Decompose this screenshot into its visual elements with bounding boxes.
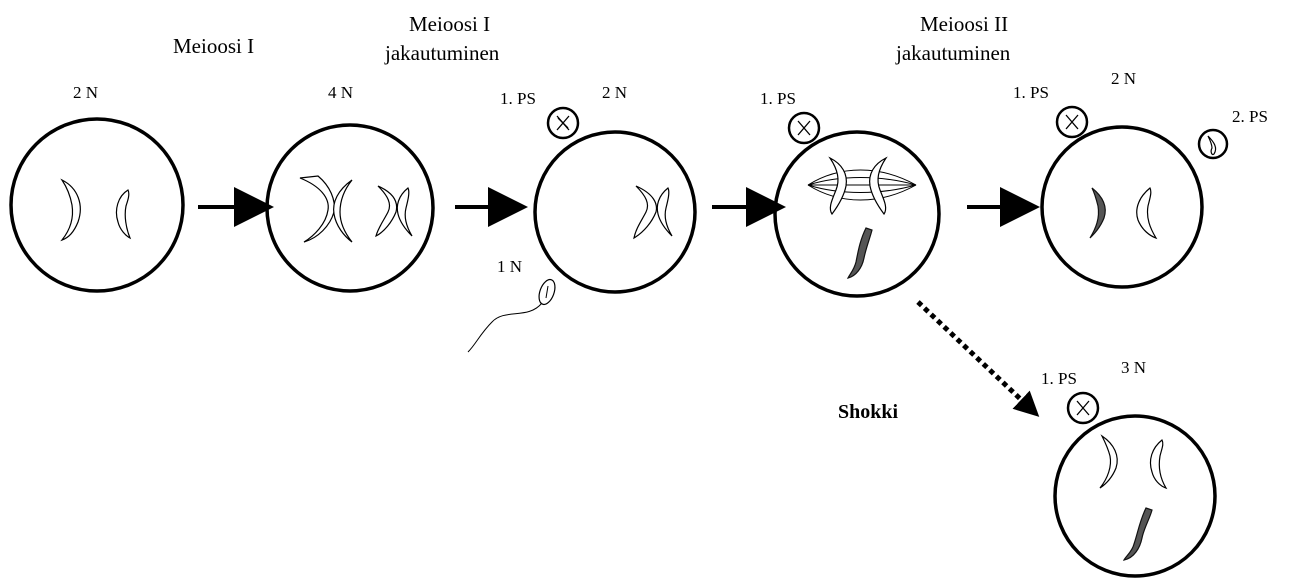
cell-6: 1. PS 3 N: [1041, 358, 1217, 578]
sperm-chromosome: [846, 227, 873, 279]
ploidy-label: 3 N: [1121, 358, 1146, 377]
chromosome: [375, 185, 398, 238]
stage-label-meiosis1-division-line2: jakautuminen: [384, 41, 500, 65]
sperm-chromosome: [1122, 507, 1153, 561]
polar-body-label: 1. PS: [500, 89, 536, 108]
polar-body-label: 2. PS: [1232, 107, 1268, 126]
cell-2: 4 N: [265, 83, 435, 293]
cell-membrane: [773, 130, 941, 298]
cell-membrane: [533, 130, 697, 294]
chromosome: [60, 178, 81, 242]
cell-membrane: [265, 123, 435, 293]
ploidy-label: 2 N: [1111, 69, 1136, 88]
polar-body-chromosome-icon: [797, 120, 811, 136]
chromosome: [828, 156, 847, 216]
sperm-chromosome: [1089, 187, 1106, 239]
stage-label-meiosis2-division-line1: Meioosi II: [920, 12, 1008, 36]
cell-membrane: [9, 117, 185, 293]
polar-body-label: 1. PS: [1013, 83, 1049, 102]
chromosome: [115, 189, 132, 240]
chromosome: [299, 175, 335, 243]
chromosome: [1099, 434, 1118, 489]
cell-4: 1. PS: [760, 89, 941, 298]
polar-body-chromosome-icon: [1076, 400, 1090, 416]
chromosome: [869, 156, 888, 216]
cell-5: 1. PS 2 N 2. PS: [1013, 69, 1268, 289]
sperm: [467, 278, 556, 353]
shock-arrow: [916, 300, 1040, 417]
stage-label-meiosis2-division-line2: jakautuminen: [895, 41, 1011, 65]
cell-1: 2 N: [9, 83, 185, 293]
polar-body-label: 1. PS: [1041, 369, 1077, 388]
ploidy-label: 2 N: [73, 83, 98, 102]
stage-label-meiosis1-division-line1: Meioosi I: [409, 12, 490, 36]
cell-membrane: [1040, 125, 1204, 289]
polar-body-chromosome-icon: [1065, 114, 1079, 130]
cell-3: 1. PS 2 N 1 N: [467, 83, 697, 353]
chromosome: [656, 187, 673, 237]
polar-body-chromosome-icon: [1207, 135, 1217, 156]
spindle: [807, 169, 917, 201]
sperm-ploidy-label: 1 N: [497, 257, 522, 276]
chromosome: [333, 179, 353, 243]
stage-label-meiosis1: Meioosi I: [173, 34, 254, 58]
shock-label: Shokki: [838, 401, 898, 423]
ploidy-label: 2 N: [602, 83, 627, 102]
chromosome: [396, 187, 413, 237]
chromosome: [1136, 187, 1158, 240]
chromosome: [633, 185, 658, 240]
chromosome: [1149, 439, 1168, 490]
polar-body-chromosome-icon: [556, 115, 570, 131]
ploidy-label: 4 N: [328, 83, 353, 102]
cell-membrane: [1053, 414, 1217, 578]
polar-body-label: 1. PS: [760, 89, 796, 108]
